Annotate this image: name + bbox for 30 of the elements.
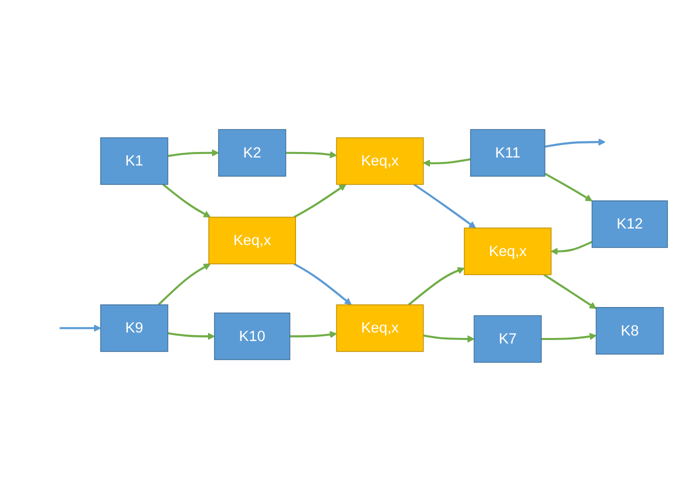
arrow xyxy=(168,148,219,157)
arrow xyxy=(158,263,211,306)
arrow xyxy=(408,266,465,306)
arrow xyxy=(162,183,211,218)
arrow xyxy=(543,273,596,309)
arrow xyxy=(423,158,471,166)
arrow xyxy=(168,332,215,340)
arrow xyxy=(290,330,337,338)
node-box: Keq,x xyxy=(208,216,296,264)
node-box: K11 xyxy=(470,128,546,176)
node-box: K12 xyxy=(592,200,668,248)
node-box: K2 xyxy=(218,128,286,176)
arrow xyxy=(294,184,346,218)
arrow xyxy=(60,324,101,332)
node-box: K10 xyxy=(214,312,290,360)
arrow xyxy=(423,334,474,342)
node-box: K8 xyxy=(596,306,664,354)
node-box: K7 xyxy=(474,314,542,362)
arrow xyxy=(413,183,476,228)
arrow xyxy=(294,262,352,305)
node-box: Keq,x xyxy=(336,136,424,184)
node-box: Keq,x xyxy=(336,304,424,352)
node-box: Keq,x xyxy=(464,227,552,275)
node-box: K9 xyxy=(100,304,168,352)
arrow xyxy=(286,150,337,158)
arrow xyxy=(550,240,593,255)
arrow xyxy=(544,138,606,148)
arrow xyxy=(544,172,592,201)
node-box: K1 xyxy=(100,136,168,184)
arrow xyxy=(541,332,596,340)
